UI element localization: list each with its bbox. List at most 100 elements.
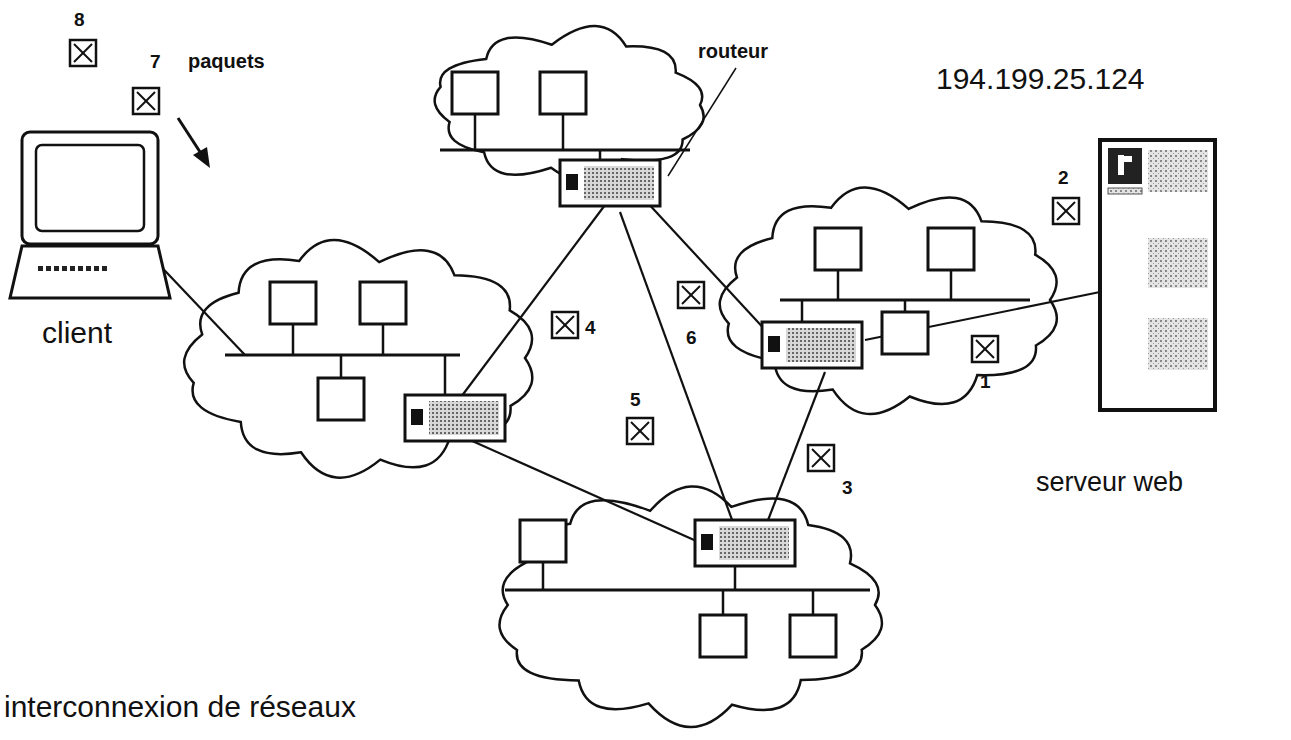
computer bbox=[815, 228, 861, 270]
server-bar bbox=[1108, 188, 1142, 194]
packet-cross bbox=[812, 449, 830, 467]
computer-stand bbox=[812, 590, 815, 615]
laptop-base bbox=[10, 246, 170, 298]
network-link bbox=[620, 212, 735, 528]
router bbox=[762, 322, 862, 368]
node-label: client bbox=[42, 316, 112, 349]
computer bbox=[318, 378, 364, 420]
router bbox=[695, 520, 795, 566]
server-page bbox=[1148, 150, 1208, 192]
laptop-key bbox=[78, 266, 83, 271]
laptop-key bbox=[86, 266, 91, 271]
packet bbox=[627, 418, 653, 444]
laptop-key bbox=[102, 266, 107, 271]
packet-cross bbox=[976, 340, 994, 358]
router-stand bbox=[444, 355, 447, 395]
computer bbox=[270, 282, 316, 324]
computer bbox=[520, 520, 566, 562]
laptop-key bbox=[94, 266, 99, 271]
server-logo-mark bbox=[1118, 156, 1132, 162]
packet-cross bbox=[1057, 202, 1075, 220]
node-label: serveur web bbox=[1036, 468, 1183, 498]
packet bbox=[133, 88, 159, 114]
laptop-key bbox=[54, 266, 59, 271]
packet bbox=[70, 40, 96, 66]
computer bbox=[928, 228, 974, 270]
laptop-key bbox=[62, 266, 67, 271]
computer bbox=[540, 72, 586, 114]
packet-arrowhead bbox=[193, 147, 210, 168]
network-link bbox=[455, 205, 605, 405]
packet bbox=[972, 336, 998, 362]
network-cloud bbox=[499, 486, 881, 727]
router-port bbox=[768, 336, 780, 352]
server-logo bbox=[1108, 148, 1142, 184]
router-panel bbox=[429, 401, 499, 435]
computer-stand bbox=[542, 562, 545, 590]
router-port bbox=[566, 174, 578, 190]
packet-cross bbox=[682, 286, 700, 304]
computer-stand bbox=[562, 114, 565, 150]
callout-number: 5 bbox=[630, 390, 641, 411]
laptop-key bbox=[38, 266, 43, 271]
computer-stand bbox=[837, 270, 840, 300]
computer-stand bbox=[474, 114, 477, 150]
laptop-key bbox=[46, 266, 51, 271]
computer-stand bbox=[292, 324, 295, 355]
callout-number: 7 bbox=[150, 52, 161, 73]
network-cloud bbox=[720, 188, 1057, 414]
computer-stand bbox=[950, 270, 953, 300]
lan-bus bbox=[440, 149, 690, 152]
router-stand bbox=[801, 300, 804, 322]
laptop-display bbox=[36, 145, 144, 231]
router-panel bbox=[584, 166, 654, 200]
packet-cross bbox=[631, 422, 649, 440]
network-link bbox=[470, 440, 712, 548]
packet-arrow bbox=[178, 118, 202, 155]
packet-cross bbox=[556, 316, 574, 334]
computer-stand bbox=[382, 324, 385, 355]
packet-cross bbox=[137, 92, 155, 110]
router bbox=[405, 395, 505, 441]
packet bbox=[808, 445, 834, 471]
packet bbox=[1053, 198, 1079, 224]
router-panel bbox=[786, 328, 856, 362]
server-page bbox=[1148, 238, 1208, 288]
router bbox=[560, 160, 660, 206]
callout-number: 2 bbox=[1058, 168, 1069, 189]
computer-stand bbox=[722, 590, 725, 615]
computer bbox=[790, 615, 836, 657]
computer bbox=[452, 72, 498, 114]
computer-stand bbox=[904, 300, 907, 312]
packet-cross bbox=[137, 92, 155, 110]
server-box bbox=[1100, 140, 1215, 410]
lan-bus bbox=[225, 354, 460, 357]
server-node: 194.199.25.124 serveur web bbox=[930, 58, 1280, 502]
packet-cross bbox=[812, 449, 830, 467]
packet-cross bbox=[556, 316, 574, 334]
packet-cross bbox=[74, 44, 92, 62]
router-port bbox=[701, 534, 713, 550]
label-text: paquets bbox=[188, 50, 265, 72]
lan-bus bbox=[505, 589, 870, 592]
computer-stand bbox=[340, 355, 343, 378]
network-cloud bbox=[184, 240, 532, 478]
computer bbox=[700, 615, 746, 657]
router-panel bbox=[719, 526, 789, 560]
computer bbox=[360, 282, 406, 324]
callout-number: 8 bbox=[74, 10, 85, 31]
label-text: routeur bbox=[698, 40, 768, 62]
callout-number: 1 bbox=[980, 372, 991, 393]
computer bbox=[882, 312, 928, 354]
callout-number: 3 bbox=[842, 478, 853, 499]
laptop-key bbox=[70, 266, 75, 271]
callout-number: 4 bbox=[585, 318, 596, 339]
leader-line bbox=[668, 68, 736, 176]
router-port bbox=[411, 409, 423, 425]
network-link bbox=[645, 200, 770, 335]
packet-cross bbox=[74, 44, 92, 62]
laptop-screen bbox=[22, 132, 158, 244]
packet bbox=[678, 282, 704, 308]
ip-address: 194.199.25.124 bbox=[936, 62, 1145, 95]
